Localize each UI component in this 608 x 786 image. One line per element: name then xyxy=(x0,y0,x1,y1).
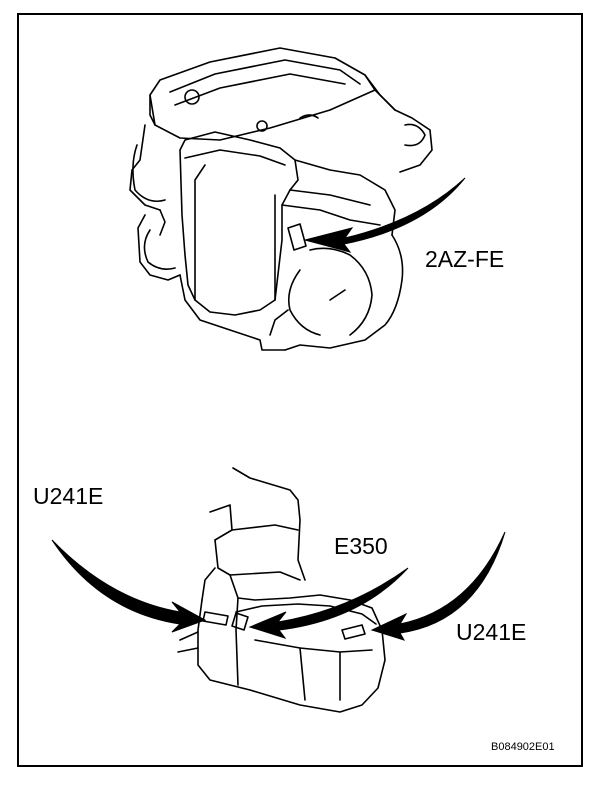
pointer-arrows xyxy=(51,177,506,641)
engine-illustration xyxy=(129,47,433,351)
transaxle-left-label: U241E xyxy=(33,483,104,509)
figure-frame xyxy=(17,13,583,767)
transaxle-center-label: E350 xyxy=(334,533,388,559)
engine-pointer-arrow xyxy=(303,177,466,253)
transaxle-right-label: U241E xyxy=(456,619,527,645)
right-u241e-arrow xyxy=(370,531,506,641)
left-u241e-arrow xyxy=(51,539,207,633)
transaxle-illustration xyxy=(177,467,386,713)
engine-label: 2AZ-FE xyxy=(425,246,505,272)
e350-arrow xyxy=(248,567,409,639)
figure-code: B084902E01 xyxy=(491,741,555,753)
